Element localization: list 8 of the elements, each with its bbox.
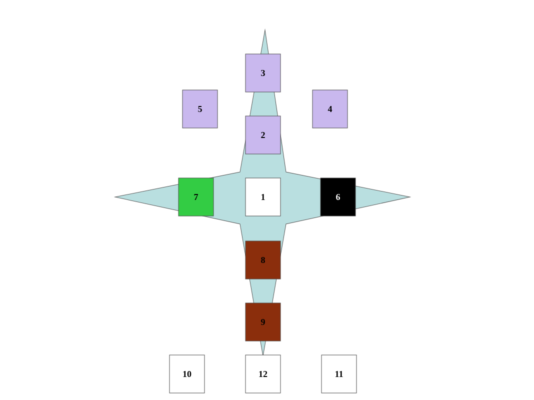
numbered-box: 11	[321, 354, 357, 394]
numbered-box: 2	[245, 116, 281, 154]
numbered-box: 5	[182, 90, 218, 128]
numbered-box: 12	[245, 354, 281, 394]
numbered-box: 8	[245, 240, 281, 280]
numbered-box: 4	[312, 90, 348, 128]
numbered-box: 1	[245, 178, 281, 216]
numbered-box: 10	[169, 354, 205, 394]
